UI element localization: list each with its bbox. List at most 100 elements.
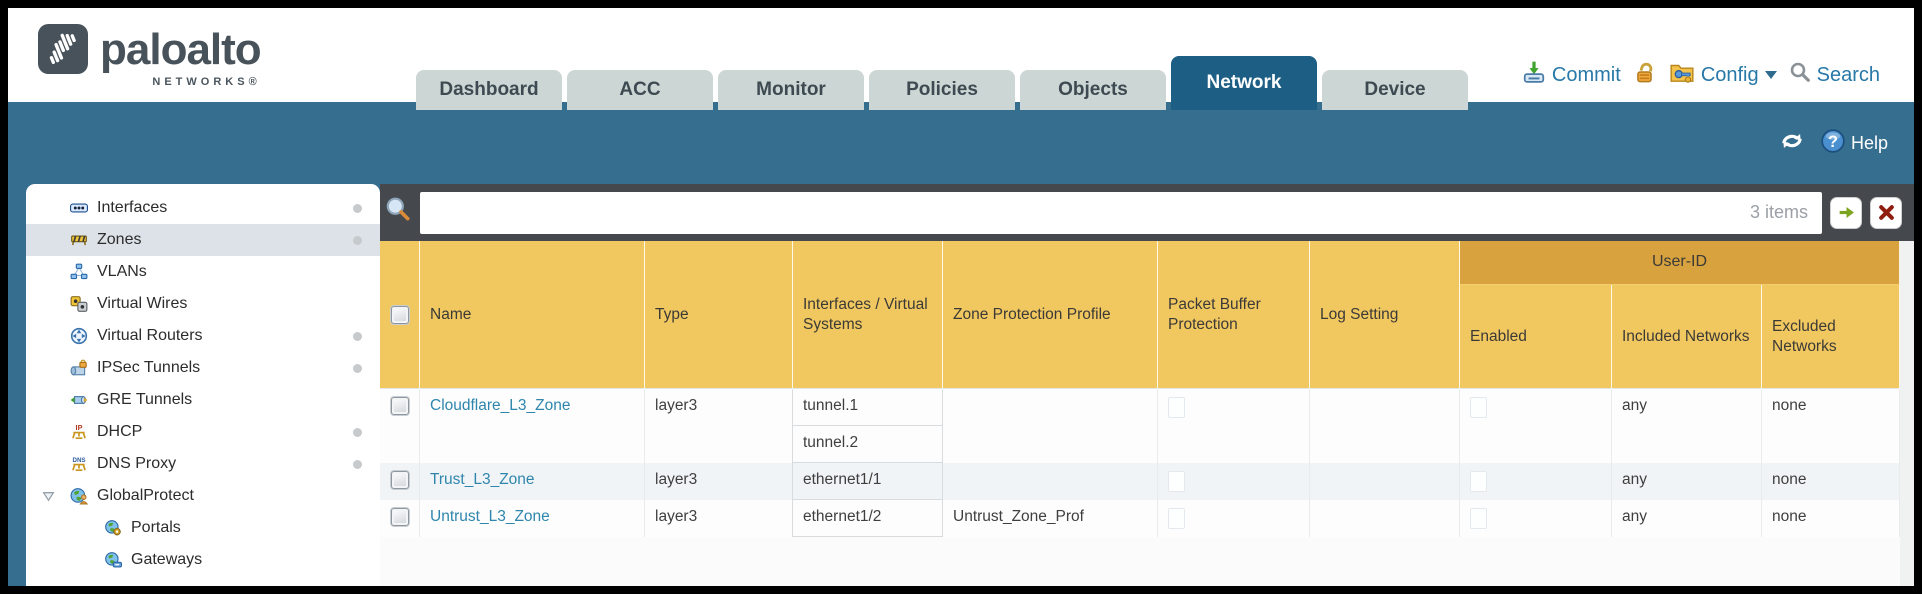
main-tabs: Dashboard ACC Monitor Policies Objects N…: [416, 56, 1473, 110]
sidebar-item-gre-tunnels[interactable]: GRE Tunnels: [26, 384, 380, 416]
apply-filter-button[interactable]: [1830, 196, 1862, 229]
vlans-icon: [70, 263, 88, 281]
help-button[interactable]: ? Help: [1820, 128, 1888, 159]
virtual-routers-icon: [70, 327, 88, 345]
col-header-log-setting[interactable]: Log Setting: [1310, 241, 1460, 389]
svg-text:IP: IP: [76, 423, 83, 432]
sidebar-item-ipsec-tunnels[interactable]: IPSec Tunnels: [26, 352, 380, 384]
header-actions: Commit: [1522, 60, 1880, 90]
zone-name-link[interactable]: Trust_L3_Zone: [430, 471, 535, 488]
global-search[interactable]: Search: [1789, 61, 1880, 89]
lock-button[interactable]: [1633, 60, 1657, 90]
sidebar-item-vlans[interactable]: VLANs: [26, 256, 380, 288]
dhcp-icon: IP: [70, 423, 88, 441]
col-header-packet-buffer-protection[interactable]: Packet Buffer Protection: [1158, 241, 1310, 389]
page-toolbar: ? Help: [8, 102, 1914, 184]
log-setting: [1310, 389, 1460, 463]
config-menu[interactable]: Config: [1669, 60, 1777, 90]
col-header-enabled[interactable]: Enabled: [1460, 285, 1612, 389]
zone-type: layer3: [645, 500, 793, 537]
unlock-icon: [1633, 60, 1657, 90]
tab-dashboard[interactable]: Dashboard: [416, 70, 562, 110]
expand-triangle-icon[interactable]: [42, 490, 55, 508]
table-header: Name Type Interfaces / Virtual Systems Z…: [380, 241, 1900, 389]
col-header-interfaces[interactable]: Interfaces / Virtual Systems: [793, 241, 943, 389]
status-dot: [353, 203, 362, 213]
tab-network[interactable]: Network: [1171, 56, 1317, 110]
filter-input[interactable]: 3 items: [420, 191, 1822, 234]
tab-acc[interactable]: ACC: [567, 70, 713, 110]
sidebar-item-virtual-routers[interactable]: Virtual Routers: [26, 320, 380, 352]
paloalto-logo-icon: [38, 24, 88, 79]
table-row: Trust_L3_Zone layer3 ethernet1/1 any non…: [380, 463, 1900, 500]
row-select-checkbox[interactable]: [390, 508, 409, 526]
zone-interfaces: ethernet1/1: [792, 463, 943, 500]
row-select-checkbox[interactable]: [390, 397, 409, 415]
commit-button[interactable]: Commit: [1522, 60, 1621, 90]
status-dot: [353, 363, 362, 373]
packet-buffer-protection-checkbox: [1168, 397, 1185, 418]
sidebar-item-interfaces[interactable]: Interfaces: [26, 192, 380, 224]
table-row: Cloudflare_L3_Zone layer3 tunnel.1 tunne…: [380, 389, 1900, 463]
zone-type: layer3: [645, 389, 793, 463]
caret-down-icon: [1764, 71, 1777, 85]
interface-cell: tunnel.2: [793, 426, 942, 463]
log-setting: [1310, 500, 1460, 537]
sidebar-item-zones[interactable]: Zones: [26, 224, 380, 256]
zone-protection-profile: Untrust_Zone_Prof: [943, 500, 1158, 537]
zones-icon: [70, 231, 88, 249]
col-header-type[interactable]: Type: [645, 241, 793, 389]
dns-proxy-icon: DNS: [70, 455, 88, 473]
brand-subtitle: NETWORKS®: [152, 76, 261, 88]
portals-icon: [104, 519, 122, 537]
zone-name-link[interactable]: Untrust_L3_Zone: [430, 508, 550, 525]
sidebar-item-dns-proxy[interactable]: DNS DNS Proxy: [26, 448, 380, 480]
config-icon: [1669, 60, 1695, 90]
included-networks: any: [1612, 500, 1762, 537]
globalprotect-icon: [70, 487, 88, 505]
sidebar-item-virtual-wires[interactable]: Virtual Wires: [26, 288, 380, 320]
user-id-enabled-checkbox: [1470, 397, 1487, 418]
zone-interfaces: tunnel.1 tunnel.2: [792, 389, 943, 463]
select-all-checkbox[interactable]: [390, 306, 409, 324]
commit-icon: [1522, 60, 1546, 90]
log-setting: [1310, 463, 1460, 500]
ipsec-tunnels-icon: [70, 359, 88, 377]
col-header-included-networks[interactable]: Included Networks: [1612, 285, 1762, 389]
status-dot: [353, 235, 362, 245]
interface-cell: tunnel.1: [793, 389, 942, 426]
zone-protection-profile: [943, 389, 1158, 463]
virtual-wires-icon: [70, 295, 88, 313]
user-id-enabled-checkbox: [1470, 471, 1487, 492]
item-count: 3 items: [1749, 202, 1808, 222]
clear-filter-button[interactable]: [1870, 196, 1902, 229]
col-header-name[interactable]: Name: [420, 241, 645, 389]
magnifier-icon: [384, 196, 412, 229]
zone-name-link[interactable]: Cloudflare_L3_Zone: [430, 397, 571, 414]
status-dot: [353, 459, 362, 469]
tab-objects[interactable]: Objects: [1020, 70, 1166, 110]
row-select-checkbox[interactable]: [390, 471, 409, 489]
gre-tunnels-icon: [70, 391, 88, 409]
zone-interfaces: ethernet1/2: [792, 500, 943, 537]
refresh-icon[interactable]: [1778, 129, 1806, 158]
help-icon: ?: [1820, 128, 1846, 159]
scrollbar-gutter[interactable]: [1900, 241, 1914, 586]
excluded-networks: none: [1762, 389, 1900, 463]
svg-text:DNS: DNS: [72, 457, 85, 464]
packet-buffer-protection-checkbox: [1168, 508, 1185, 529]
sidebar-item-dhcp[interactable]: IP DHCP: [26, 416, 380, 448]
sidebar-item-portals[interactable]: Portals: [26, 512, 380, 544]
interface-cell: ethernet1/2: [793, 500, 942, 537]
col-group-user-id: User-ID: [1460, 241, 1900, 285]
col-header-zone-protection-profile[interactable]: Zone Protection Profile: [943, 241, 1158, 389]
sidebar-item-gateways[interactable]: Gateways: [26, 544, 380, 576]
svg-text:?: ?: [1828, 132, 1838, 150]
interfaces-icon: [70, 199, 88, 217]
tab-device[interactable]: Device: [1322, 70, 1468, 110]
tab-monitor[interactable]: Monitor: [718, 70, 864, 110]
interface-cell: ethernet1/1: [793, 463, 942, 500]
tab-policies[interactable]: Policies: [869, 70, 1015, 110]
col-header-excluded-networks[interactable]: Excluded Networks: [1762, 285, 1900, 389]
sidebar-item-globalprotect[interactable]: GlobalProtect: [26, 480, 380, 512]
